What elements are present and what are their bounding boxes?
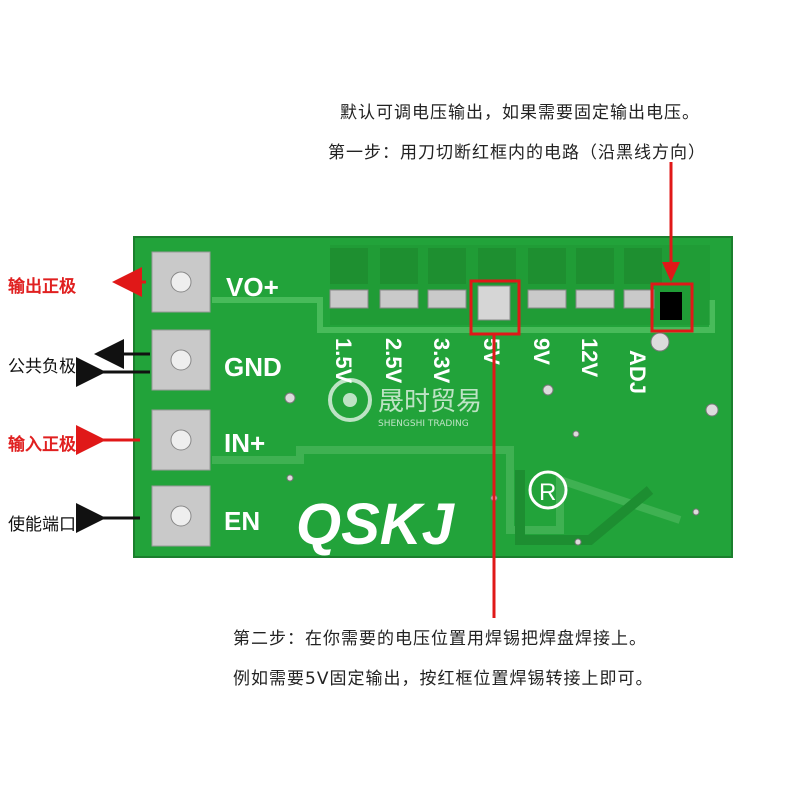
label-common-negative: 公共负极 (8, 357, 76, 377)
red-frame-adj (650, 282, 694, 333)
silk-vo: VO+ (226, 272, 279, 302)
annotation-top-line1: 默认可调电压输出，如果需要固定输出电压。 (340, 103, 700, 123)
silk-1v5: 1.5V (331, 338, 356, 384)
annotation-top-line2: 第一步：用刀切断红框内的电路（沿黑线方向） (328, 143, 706, 163)
silk-2v5: 2.5V (381, 338, 406, 384)
silk-12v: 12V (577, 338, 602, 377)
silk-in: IN+ (224, 428, 265, 458)
label-enable-port: 使能端口 (8, 515, 76, 535)
board-logo: QSKJ (296, 492, 456, 557)
label-input-positive: 输入正极 (8, 435, 76, 455)
svg-text:SHENGSHI TRADING: SHENGSHI TRADING (378, 419, 469, 429)
silk-gnd: GND (224, 352, 282, 382)
watermark: 晟时贸易 SHENGSHI TRADING (328, 378, 482, 429)
label-output-positive: 输出正极 (8, 277, 76, 297)
silk-en: EN (224, 506, 260, 536)
silk-5v: 5V (479, 338, 504, 365)
silk-adj: ADJ (625, 350, 650, 394)
pcb-trace (212, 297, 715, 333)
registered-mark: R (539, 479, 556, 506)
jumper-pads (329, 248, 682, 321)
vias (284, 332, 719, 546)
annotation-bottom-line1: 第二步：在你需要的电压位置用焊锡把焊盘焊接上。 (233, 629, 647, 649)
annotation-bottom-line2: 例如需要5V固定输出，按红框位置焊锡转接上即可。 (233, 669, 654, 689)
silk-9v: 9V (529, 338, 554, 365)
pin-pads (151, 251, 211, 547)
svg-text:晟时贸易: 晟时贸易 (378, 387, 482, 417)
silk-3v3: 3.3V (429, 338, 454, 384)
